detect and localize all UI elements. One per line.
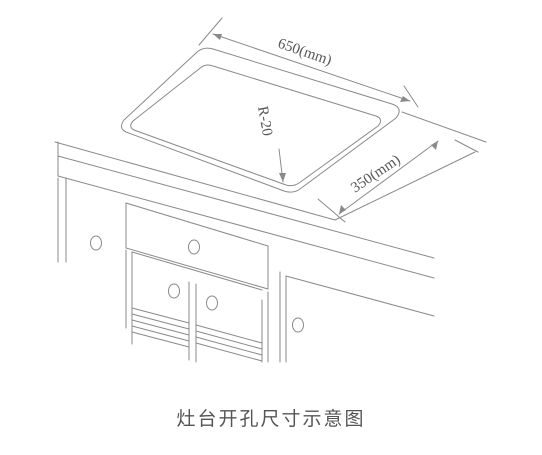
door-slat: [195, 324, 263, 344]
label-width: 650(mm): [276, 36, 334, 69]
arrowhead: [213, 34, 222, 40]
countertop-back-right-edge: [454, 139, 479, 153]
door-slat: [131, 307, 190, 324]
drawer-panel-left: [125, 202, 269, 290]
door-slat: [131, 331, 190, 348]
knob: [188, 239, 200, 255]
stove-cutout-outer: [120, 47, 400, 193]
knob: [168, 283, 180, 299]
countertop-front-face-edge: [57, 155, 435, 259]
knob: [90, 235, 102, 251]
knob: [292, 317, 304, 333]
door-slat: [131, 313, 190, 330]
stove-cutout-inner: [130, 64, 382, 187]
dim-extension-front: [317, 198, 346, 223]
dim-extension-right: [403, 85, 419, 108]
door-slat: [195, 330, 263, 350]
cabinet-top-edge: [57, 175, 435, 279]
door-slat: [195, 342, 263, 362]
drawer-panel-top: [125, 202, 269, 247]
knob: [206, 295, 218, 311]
dim-extension-left: [198, 17, 223, 46]
dim-extension-back: [401, 111, 487, 143]
right-cabinet-top: [285, 275, 435, 317]
label-depth: 350(mm): [348, 152, 403, 196]
dim-line-650: [212, 33, 411, 102]
door-slat: [131, 325, 190, 342]
arrowhead: [279, 173, 286, 182]
countertop-right-edge: [334, 151, 476, 221]
dim-line-350: [338, 140, 439, 215]
arrowhead: [431, 141, 438, 150]
arrowhead: [400, 96, 410, 102]
arrowhead: [339, 205, 346, 214]
countertop-front-edge: [54, 141, 336, 221]
door-slat: [195, 336, 263, 356]
door-slat: [131, 319, 190, 336]
diagram-caption: 灶台开孔尺寸示意图: [176, 408, 366, 430]
door-top-edge: [131, 251, 263, 291]
label-radius: R-20: [254, 105, 275, 137]
